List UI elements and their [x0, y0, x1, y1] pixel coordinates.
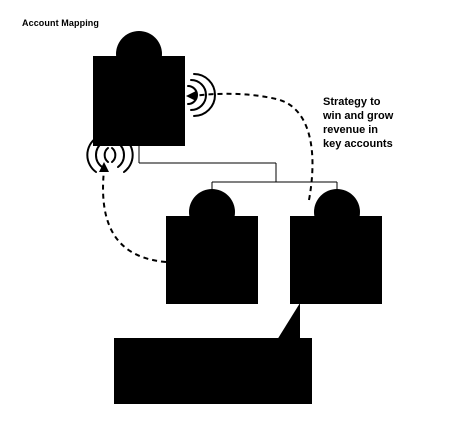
strategy-line: revenue in [323, 124, 379, 136]
page-title: Account Mapping [22, 18, 99, 28]
strategy-line: win and grow [323, 110, 394, 122]
hierarchy-connectors [138, 146, 338, 192]
person-icon [290, 189, 382, 304]
speech-bubble-icon [114, 303, 312, 404]
influence-arrow [99, 162, 167, 263]
person-icon [166, 189, 258, 304]
person-icon [93, 31, 185, 146]
strategy-annotation: Strategy to win and grow revenue in key … [323, 95, 463, 151]
influence-arrow [186, 91, 314, 201]
strategy-line: key accounts [323, 138, 393, 150]
signal-icon [86, 137, 134, 173]
strategy-line: Strategy to [323, 96, 381, 108]
signal-icon [187, 73, 216, 117]
